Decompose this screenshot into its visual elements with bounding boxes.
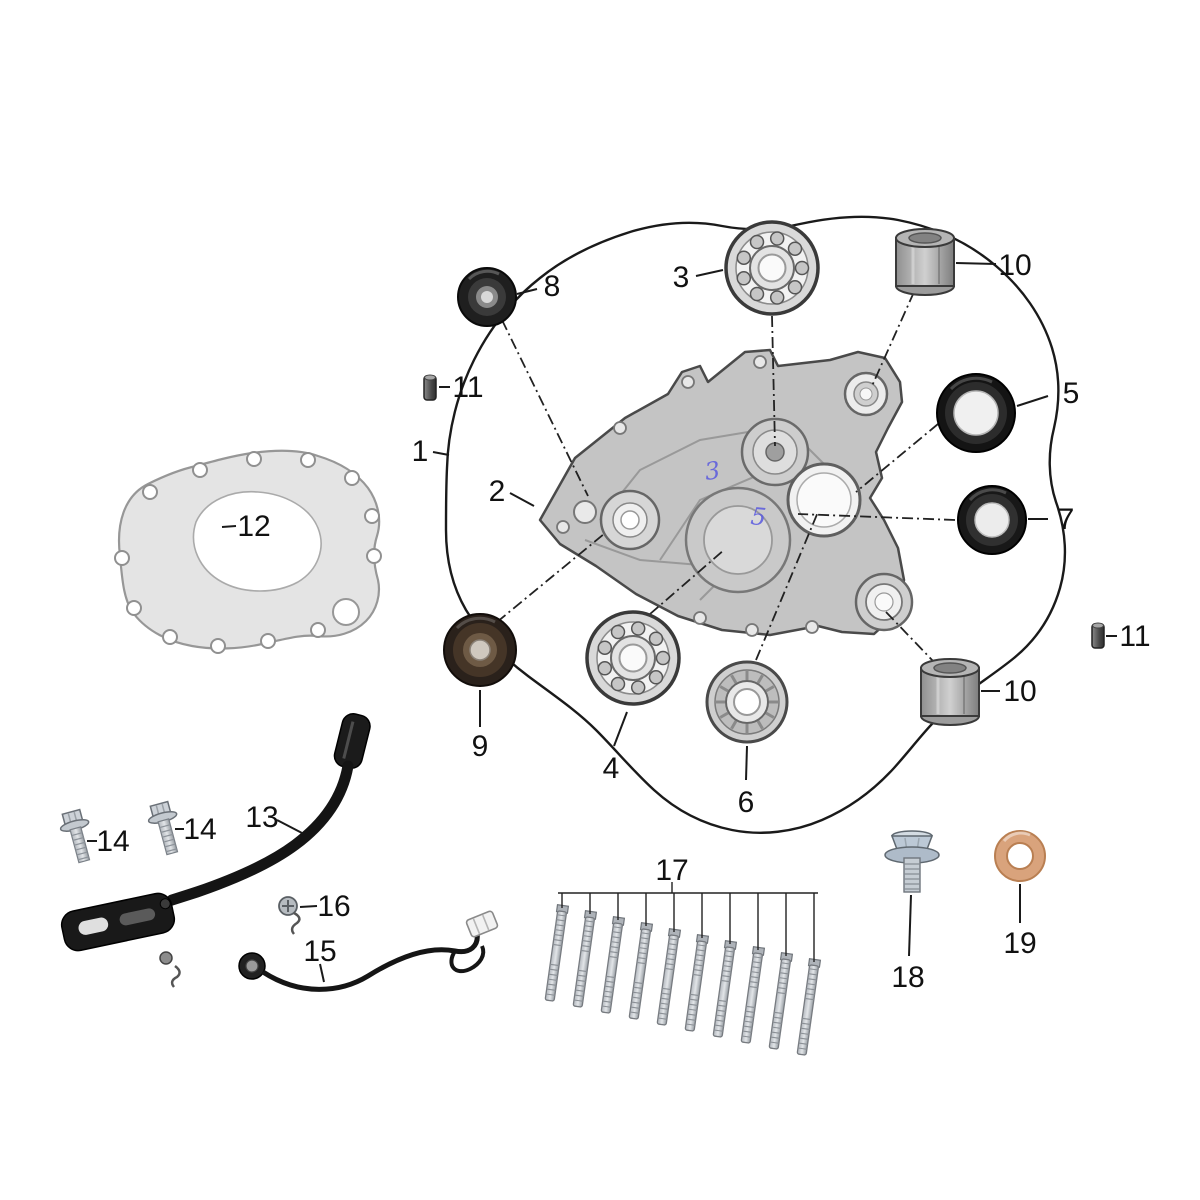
drain-bolt	[884, 830, 940, 893]
needle-bearing	[705, 660, 789, 744]
callout-5: 5	[1063, 377, 1080, 410]
callout-7: 7	[1058, 503, 1075, 536]
dowel-pin-right	[1091, 622, 1105, 649]
kick-lever-hardware	[159, 951, 173, 965]
assembly-leader-lines	[496, 291, 956, 663]
callout-4: 4	[603, 752, 620, 785]
callout-10-bottom: 10	[1003, 675, 1036, 708]
ball-bearing-bottom	[585, 610, 681, 706]
callout-19: 19	[1003, 927, 1036, 960]
callout-12: 12	[237, 510, 270, 543]
callout-3: 3	[673, 261, 690, 294]
oil-seal-right-large	[936, 373, 1016, 453]
callout-1: 1	[412, 435, 429, 468]
callout-11-left: 11	[452, 371, 483, 404]
ink-mark-2: 5	[749, 502, 767, 531]
callout-9: 9	[472, 730, 489, 763]
callout-13: 13	[245, 801, 278, 834]
screw-with-spring	[278, 896, 301, 935]
roller-bushing-top	[894, 227, 956, 297]
dowel-pin-left	[423, 374, 437, 401]
ball-bearing-top	[724, 220, 820, 316]
callout-14-right: 14	[183, 813, 216, 846]
assembly-boundary-outline	[444, 215, 1067, 834]
callout-18: 18	[891, 961, 924, 994]
callout-10-top: 10	[998, 249, 1031, 282]
roller-bushing-bottom	[919, 657, 981, 727]
stud-bolt-set	[543, 882, 822, 1056]
stud-callout-rail	[558, 882, 818, 962]
gasket	[114, 449, 382, 654]
oil-seal-right-small	[957, 485, 1027, 555]
oil-seal-upper-left	[457, 267, 517, 327]
callout-2: 2	[489, 475, 506, 508]
callout-14-left: 14	[96, 825, 129, 858]
kick-start-lever	[60, 713, 371, 988]
flange-bolt-left	[56, 807, 99, 866]
copper-washer	[994, 830, 1046, 882]
callout-16: 16	[317, 890, 350, 923]
bolt-lugs	[556, 355, 819, 637]
callout-15: 15	[303, 935, 336, 968]
callout-6: 6	[738, 786, 755, 819]
callout-17: 17	[655, 854, 688, 887]
oil-seal-lower-left	[443, 613, 517, 687]
ink-mark-1: 3	[703, 456, 722, 486]
callout-leader-lines	[87, 262, 1117, 983]
callout-11-right: 11	[1119, 620, 1150, 653]
crankcase-half: 3 5	[538, 348, 914, 637]
callout-8: 8	[544, 270, 561, 303]
neutral-switch-wire	[238, 910, 499, 992]
callout-labels: 1 2 3 4 5 6 7 8 9 10 10 11 11 12 13 14 1…	[96, 249, 1150, 994]
